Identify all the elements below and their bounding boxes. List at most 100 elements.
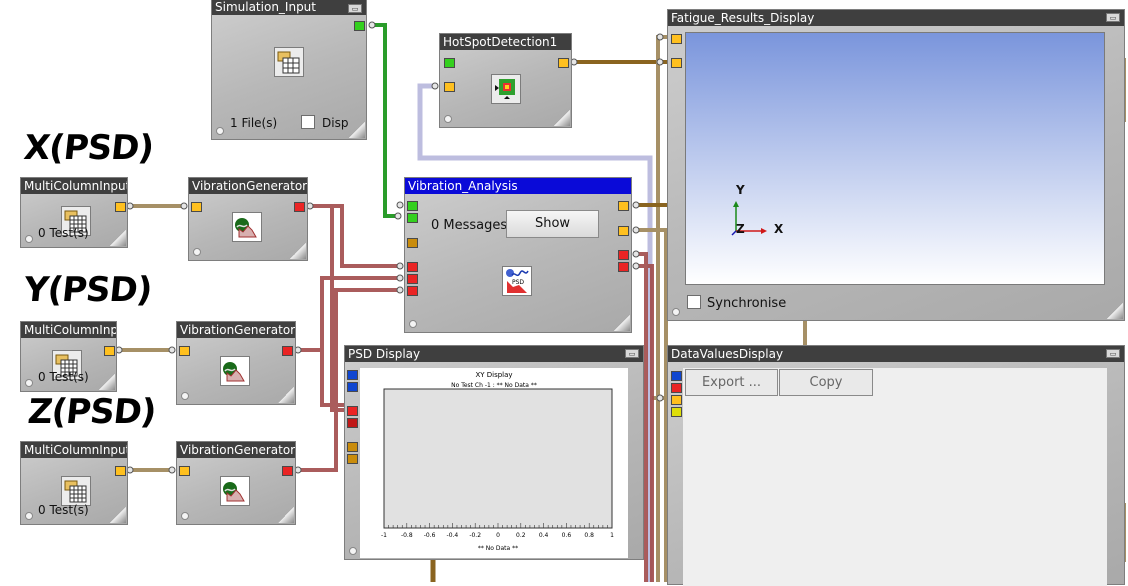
resize-handle[interactable]	[290, 243, 306, 259]
output-port-orange-2[interactable]	[618, 226, 629, 236]
node-title: MultiColumnInput	[21, 322, 116, 338]
resize-handle[interactable]	[278, 507, 294, 523]
vibration-generator-node[interactable]: VibrationGenerator	[188, 177, 308, 261]
x-tick-label: -0.8	[401, 532, 413, 539]
hotspot-detection-node[interactable]: HotSpotDetection1	[439, 33, 572, 128]
input-port-orange[interactable]	[191, 202, 202, 212]
wire-bus-c	[634, 228, 668, 582]
input-port-blue[interactable]	[671, 371, 682, 381]
input-port-red-2[interactable]	[407, 274, 418, 284]
node-title: MultiColumnInput	[21, 178, 127, 194]
node-title: MultiColumnInput	[21, 442, 127, 458]
multicolumn-input-node-2[interactable]: MultiColumnInput 0 Test(s)	[20, 321, 117, 392]
plot-area	[383, 388, 613, 529]
vibration-generator-node-2[interactable]: VibrationGenerator2	[176, 441, 296, 525]
output-port-orange[interactable]	[558, 58, 569, 68]
input-port-green-1[interactable]	[407, 201, 418, 211]
input-port-red[interactable]	[671, 383, 682, 393]
resize-handle[interactable]	[110, 230, 126, 246]
input-port-darkred[interactable]	[347, 418, 358, 428]
minimize-icon[interactable]: ▭	[625, 349, 639, 358]
hotspot-grid-icon	[491, 74, 521, 104]
axis-x-label: X	[774, 222, 784, 236]
input-port-orange[interactable]	[444, 82, 455, 92]
fatigue-results-node[interactable]: Fatigue_Results_Display ▭ Y X Z Synchron…	[667, 9, 1125, 321]
vibration-analysis-node[interactable]: Vibration_Analysis 0 Messages Show PSD	[404, 177, 632, 333]
simulation-input-node[interactable]: Simulation_Input ▭ 1 File(s) Disp	[211, 0, 367, 140]
data-values-node[interactable]: DataValuesDisplay ▭ Export ... Copy	[667, 345, 1125, 586]
output-port-red[interactable]	[282, 346, 293, 356]
status-dot	[349, 547, 357, 555]
input-port-orange-1[interactable]	[671, 34, 682, 44]
input-port-blue-2[interactable]	[347, 382, 358, 392]
input-port-orange-2[interactable]	[671, 58, 682, 68]
minimize-icon[interactable]: ▭	[1106, 13, 1120, 22]
annotation-z-psd: Z(PSD)	[25, 392, 158, 432]
3d-viewport[interactable]: Y X Z	[685, 32, 1105, 285]
node-title: Fatigue_Results_Display	[668, 10, 1124, 26]
tests-count: 0 Test(s)	[38, 226, 89, 240]
resize-handle[interactable]	[99, 374, 115, 390]
input-port-green[interactable]	[444, 58, 455, 68]
x-tick-label: 0.8	[584, 532, 594, 539]
wire-sim-to-analysis	[370, 23, 400, 218]
resize-handle[interactable]	[614, 315, 630, 331]
resize-handle[interactable]	[1107, 303, 1123, 319]
status-dot	[25, 235, 33, 243]
output-port-red[interactable]	[282, 466, 293, 476]
xy-chart: XY Display No Test Ch -1 : ** No Data **…	[381, 371, 614, 552]
file-input-icon	[274, 47, 304, 77]
output-port-orange[interactable]	[115, 202, 126, 212]
status-dot	[409, 320, 417, 328]
xy-display-panel[interactable]: XY Display No Test Ch -1 : ** No Data **…	[360, 368, 628, 558]
synchronise-checkbox[interactable]	[687, 295, 701, 309]
annotation-y-psd: Y(PSD)	[21, 270, 154, 310]
resize-handle[interactable]	[349, 122, 365, 138]
node-title: PSD Display	[345, 346, 643, 362]
output-port-green[interactable]	[354, 21, 365, 31]
input-port-gold-2[interactable]	[347, 454, 358, 464]
multicolumn-input-node-1[interactable]: MultiColumnInput 0 Test(s)	[20, 177, 128, 248]
output-port-orange[interactable]	[115, 466, 126, 476]
node-title: HotSpotDetection1	[440, 34, 571, 50]
node-title: DataValuesDisplay	[668, 346, 1124, 362]
input-port-orange[interactable]	[179, 466, 190, 476]
input-port-gold-1[interactable]	[347, 442, 358, 452]
output-port-orange[interactable]	[104, 346, 115, 356]
input-port-red-1[interactable]	[407, 262, 418, 272]
copy-button[interactable]: Copy	[779, 369, 873, 396]
output-port-red-1[interactable]	[618, 250, 629, 260]
show-messages-button[interactable]: Show	[506, 210, 599, 238]
x-tick-label: -0.2	[469, 532, 481, 539]
resize-handle[interactable]	[278, 387, 294, 403]
output-port-red[interactable]	[294, 202, 305, 212]
export-button[interactable]: Export ...	[685, 369, 778, 396]
multicolumn-input-node-3[interactable]: MultiColumnInput 0 Test(s)	[20, 441, 128, 525]
disp-checkbox[interactable]	[301, 115, 315, 129]
resize-handle[interactable]	[554, 110, 570, 126]
input-port-green-2[interactable]	[407, 213, 418, 223]
x-tick-label: 0.2	[516, 532, 526, 539]
status-dot	[25, 512, 33, 520]
x-tick-label: 1	[610, 532, 614, 539]
wire-analysis-out-b	[634, 264, 654, 582]
input-port-yellow[interactable]	[671, 407, 682, 417]
chart-subtitle: No Test Ch -1 : ** No Data **	[451, 382, 537, 389]
input-port-orange[interactable]	[671, 395, 682, 405]
input-port-red[interactable]	[347, 406, 358, 416]
output-port-orange-1[interactable]	[618, 201, 629, 211]
minimize-icon[interactable]: ▭	[1106, 349, 1120, 358]
axis-triad-icon	[731, 201, 767, 236]
minimize-icon[interactable]: ▭	[348, 4, 362, 13]
resize-handle[interactable]	[110, 507, 126, 523]
node-title: Simulation_Input	[212, 0, 366, 15]
psd-display-node[interactable]: PSD Display ▭ XY Display No Test Ch -1 :…	[344, 345, 644, 560]
vibration-generator-node-1[interactable]: VibrationGenerator1	[176, 321, 296, 405]
output-port-red-2[interactable]	[618, 262, 629, 272]
vibration-generator-icon	[220, 356, 250, 386]
x-tick-label: -0.4	[447, 532, 459, 539]
input-port-orange[interactable]	[179, 346, 190, 356]
input-port-blue-1[interactable]	[347, 370, 358, 380]
input-port-gold[interactable]	[407, 238, 418, 248]
input-port-red-3[interactable]	[407, 286, 418, 296]
